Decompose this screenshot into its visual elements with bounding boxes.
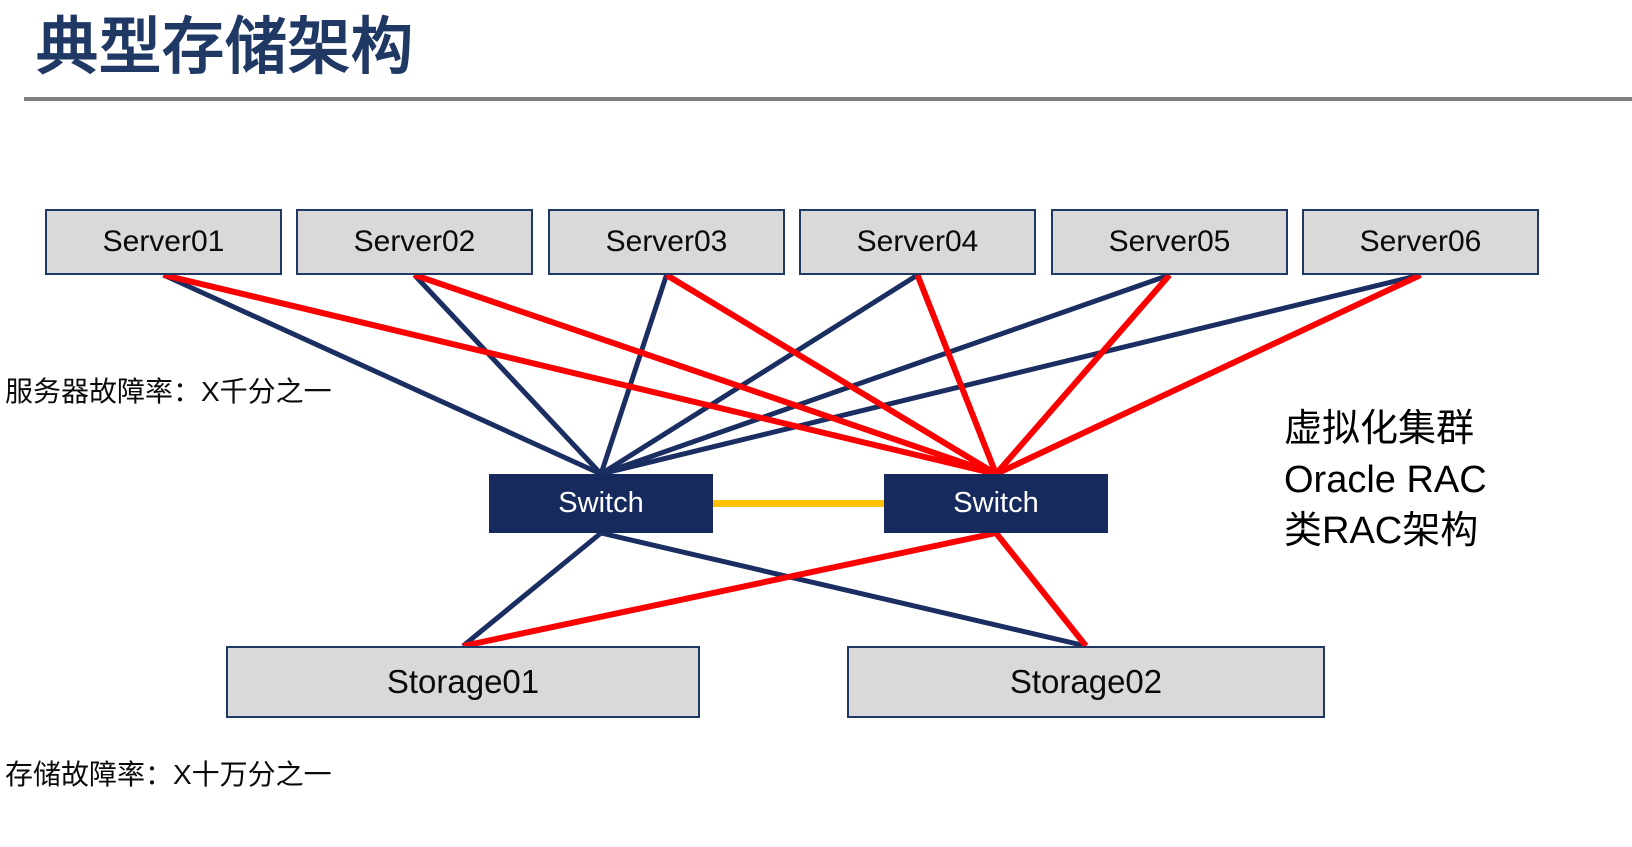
edge-server04-to-switch-b [914, 273, 999, 476]
server-failure-rate-caption: 服务器故障率：X千分之一 [5, 376, 332, 407]
storage01-box: Storage01 [226, 646, 700, 718]
server01-box: Server01 [45, 209, 282, 275]
edge-server01-to-switch-b [162, 272, 997, 477]
server04-label: Server04 [856, 225, 979, 258]
server04-box: Server04 [799, 209, 1036, 275]
edge-server03-to-switch-b [664, 272, 998, 477]
server01-label: Server01 [102, 225, 225, 258]
server06-box: Server06 [1302, 209, 1539, 275]
storage-failure-rate-caption: 存储故障率：X十万分之一 [5, 759, 332, 790]
title-divider [24, 97, 1632, 101]
server03-box: Server03 [548, 209, 785, 275]
switch-right-box: Switch [884, 474, 1108, 533]
storage02-label: Storage02 [1009, 663, 1163, 700]
switch-left-box: Switch [489, 474, 713, 533]
cluster-note-line2: Oracle RAC [1284, 459, 1487, 501]
edge-server06-to-switch-b [994, 272, 1422, 477]
edge-switch-b-to-storage02 [993, 531, 1089, 648]
storage01-label: Storage01 [386, 663, 540, 700]
cluster-note-line1: 虚拟化集群 [1284, 408, 1475, 450]
storage02-box: Storage02 [847, 646, 1325, 718]
slide-title: 典型存储架构 [36, 13, 415, 82]
cluster-note-line3: 类RAC架构 [1284, 510, 1479, 552]
switch-right-label: Switch [953, 487, 1039, 519]
server06-label: Server06 [1359, 225, 1482, 258]
server05-label: Server05 [1108, 225, 1231, 258]
switch-left-label: Switch [558, 487, 644, 519]
server03-label: Server03 [605, 225, 728, 258]
edge-server01-to-switch-a [162, 272, 603, 477]
edge-server02-to-switch-b [413, 272, 997, 477]
edge-server05-to-switch-a [600, 272, 1171, 477]
server02-box: Server02 [296, 209, 533, 275]
edge-switch-b-to-storage01 [462, 530, 997, 649]
edge-switch-a-to-storage01 [461, 531, 603, 648]
edge-server03-to-switch-a [598, 274, 669, 475]
edge-switch-a-to-storage02 [600, 530, 1087, 649]
server02-label: Server02 [353, 225, 476, 258]
edge-server06-to-switch-a [600, 272, 1422, 477]
server05-box: Server05 [1051, 209, 1288, 275]
edge-server04-to-switch-a [599, 272, 919, 477]
edge-server05-to-switch-b [993, 273, 1172, 476]
edge-server02-to-switch-a [412, 273, 603, 476]
cluster-note: 虚拟化集群 Oracle RAC 类RAC架构 [1284, 404, 1487, 557]
